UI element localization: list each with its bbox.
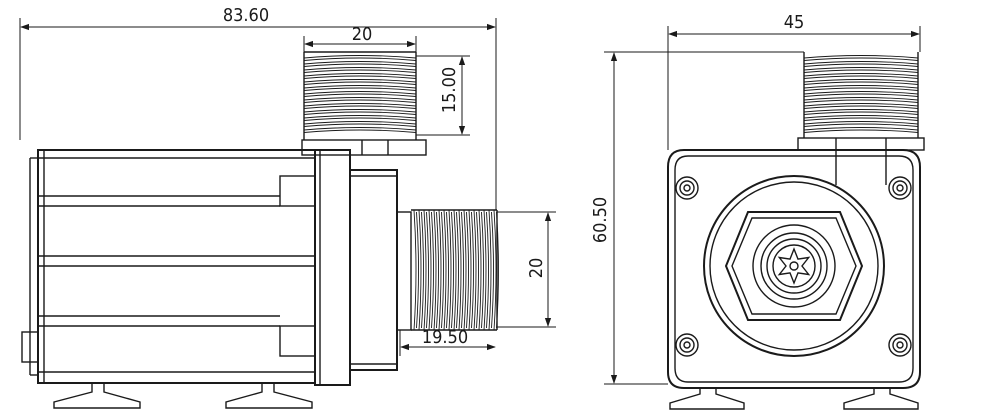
pump-housing [349, 169, 412, 371]
center-star [777, 247, 811, 285]
front-height-label: 60.50 [590, 197, 611, 243]
screw-bottom-left [675, 333, 699, 357]
dimension-side-inlet-diameter: 20 [497, 211, 556, 328]
front-flange-plate [667, 149, 921, 389]
overall-length-label: 83.60 [223, 5, 269, 26]
front-width-label: 45 [784, 12, 805, 33]
side-inlet-thread [411, 209, 499, 331]
suction-feet [53, 383, 313, 409]
side-view: 83.60 20 15.00 20 19.50 [19, 5, 556, 409]
top-outlet-height-label: 15.00 [439, 67, 460, 113]
dimension-top-outlet-width: 20 [303, 24, 417, 52]
dimension-front-height: 60.50 [590, 51, 804, 385]
top-outlet-thread [303, 51, 417, 140]
side-inlet-diameter-label: 20 [526, 258, 547, 279]
dimension-top-outlet-height: 15.00 [416, 55, 470, 136]
front-top-outlet [797, 52, 925, 185]
front-inlet [703, 175, 885, 357]
front-suction-feet [669, 388, 919, 410]
screw-top-left [675, 176, 699, 200]
screw-top-right [888, 176, 912, 200]
dimension-front-width: 45 [667, 12, 921, 150]
motor-body [21, 149, 316, 384]
side-inlet-length-label: 19.50 [422, 327, 468, 348]
top-outlet-width-label: 20 [352, 24, 373, 45]
screw-bottom-right [888, 333, 912, 357]
dimension-overall-length: 83.60 [19, 5, 497, 210]
mounting-screws [675, 176, 912, 357]
dimension-side-inlet-length: 19.50 [399, 327, 496, 356]
front-view: 45 60.50 [590, 12, 925, 410]
flange [301, 139, 427, 386]
